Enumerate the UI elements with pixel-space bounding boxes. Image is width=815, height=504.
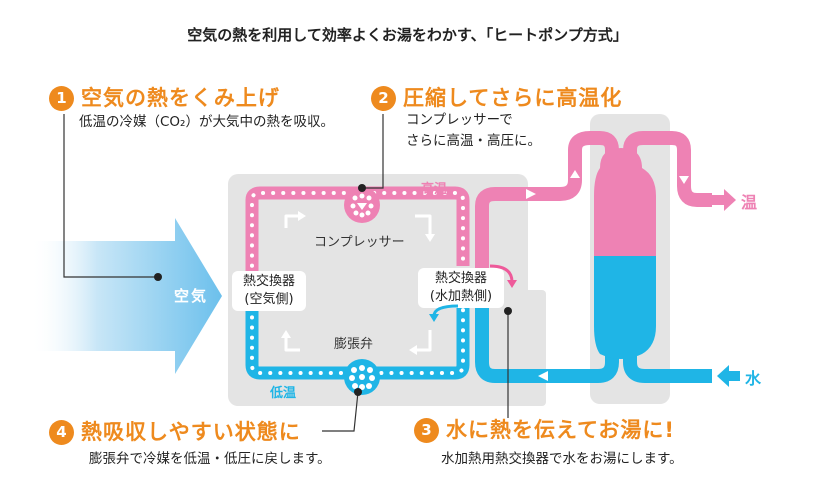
water-pipe-cold: [475, 300, 712, 383]
hot-water-label: 温: [741, 193, 758, 212]
leader-lines: [63, 114, 509, 432]
step-3-badge: 3: [414, 418, 439, 443]
compressor-icon: [344, 187, 380, 223]
water-label: 水: [745, 369, 762, 388]
step-1-description: 低温の冷媒（CO₂）が大気中の熱を吸収。: [79, 114, 334, 130]
water-in-arrow: [717, 365, 740, 387]
high-temp-label: 高温: [421, 182, 448, 197]
step-2-badge: 2: [371, 86, 396, 111]
step-2-description-line-2: さらに高温・高圧に。: [406, 133, 541, 149]
hx-water-line-1: 熱交換器: [434, 271, 487, 286]
hx-water-line-2: (水加熱側): [429, 289, 493, 304]
expansion-valve-icon: [344, 359, 380, 395]
step-3-heading: 水に熱を伝えてお湯に!: [446, 418, 675, 442]
step-2-description-line-1: コンプレッサーで: [406, 112, 513, 128]
flow-direction-arrows: [281, 211, 435, 355]
step-1-badge: 1: [49, 86, 74, 111]
step-4-heading: 熱吸収しやすい状態に: [81, 420, 301, 444]
heat-exchanger-water-side: 熱交換器 (水加熱側): [418, 268, 504, 308]
low-temp-label: 低温: [270, 386, 297, 401]
step-4-description: 膨張弁で冷媒を低温・低圧に戻します。: [89, 451, 331, 467]
step-2-heading: 圧縮してさらに高温化: [403, 86, 623, 110]
air-label: 空気: [174, 287, 209, 305]
hot-water-tank: [594, 148, 656, 359]
water-pipe-hot: [475, 131, 712, 270]
air-arrow: [30, 218, 222, 374]
heat-exchanger-air-side: 熱交換器 (空気側): [232, 271, 306, 311]
hx-air-line-2: (空気側): [244, 292, 294, 307]
step-3-description: 水加熱用熱交換器で水をお湯にします。: [441, 451, 683, 467]
page-title: 空気の熱を利用して効率よくお湯をわかす、「ヒートポンプ方式」: [187, 26, 628, 44]
hx-air-line-1: 熱交換器: [242, 274, 295, 289]
hot-water-out-arrow: [712, 189, 736, 211]
compressor-label: コンプレッサー: [314, 235, 405, 250]
leader-dots: [154, 184, 512, 396]
step-1-heading: 空気の熱をくみ上げ: [81, 86, 280, 110]
step-4-badge: 4: [49, 420, 74, 445]
expansion-valve-label: 膨張弁: [334, 337, 374, 352]
